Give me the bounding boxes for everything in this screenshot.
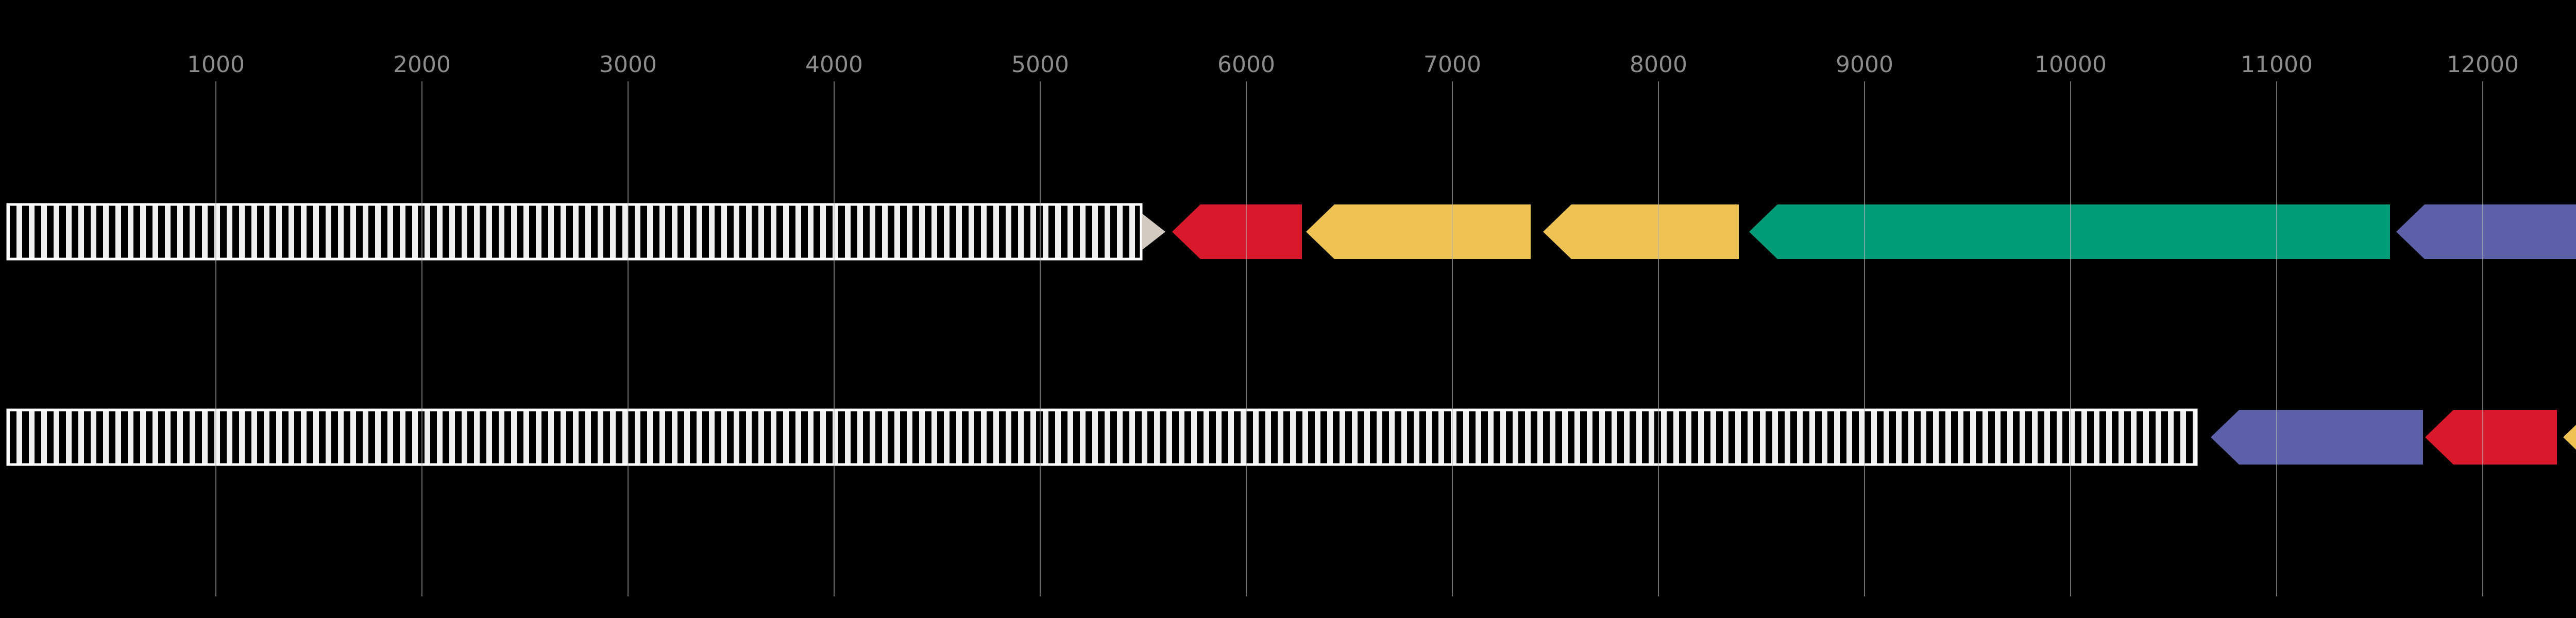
axis-tick-label-12000: 12000	[2447, 52, 2519, 78]
axis-tick-label-1000: 1000	[187, 52, 245, 78]
axis-tick-label-5000: 5000	[1011, 52, 1069, 78]
hatched-feature-arrow-tip	[1142, 213, 1165, 250]
gene-arrow-t2-yellow-gene-a	[2563, 424, 2576, 450]
axis-tick-label-8000: 8000	[1630, 52, 1687, 78]
axis-tick-label-4000: 4000	[805, 52, 863, 78]
gene-arrow-t1-yellow-gene-a	[1306, 204, 1531, 259]
gene-arrow-t2-red-gene	[2425, 410, 2557, 465]
gene-arrow-t1-yellow-gene-b	[1543, 204, 1739, 259]
axis-tick-label-7000: 7000	[1423, 52, 1481, 78]
axis-tick-label-11000: 11000	[2241, 52, 2313, 78]
hatched-feature-body	[6, 203, 1143, 261]
gene-arrow-t1-purple-gene	[2396, 204, 2576, 259]
axis-tick-label-9000: 9000	[1836, 52, 1893, 78]
gene-arrow-t2-purple-gene	[2211, 410, 2423, 465]
gene-arrow-t1-green-gene	[1749, 204, 2390, 259]
axis-gridlines-layer	[215, 81, 2483, 596]
axis-tick-label-6000: 6000	[1217, 52, 1275, 78]
hatched-feature-body	[6, 408, 2198, 466]
axis-tick-label-3000: 3000	[599, 52, 657, 78]
axis-tick-label-2000: 2000	[393, 52, 451, 78]
gene-arrow-t1-red-gene	[1172, 204, 1302, 259]
gene-features-layer	[6, 203, 2576, 466]
axis-tick-labels-layer: 1000 2000 3000 4000 5000 6000 7000 8000 9000 1000…	[187, 52, 2519, 78]
axis-tick-label-10000: 10000	[2035, 52, 2107, 78]
